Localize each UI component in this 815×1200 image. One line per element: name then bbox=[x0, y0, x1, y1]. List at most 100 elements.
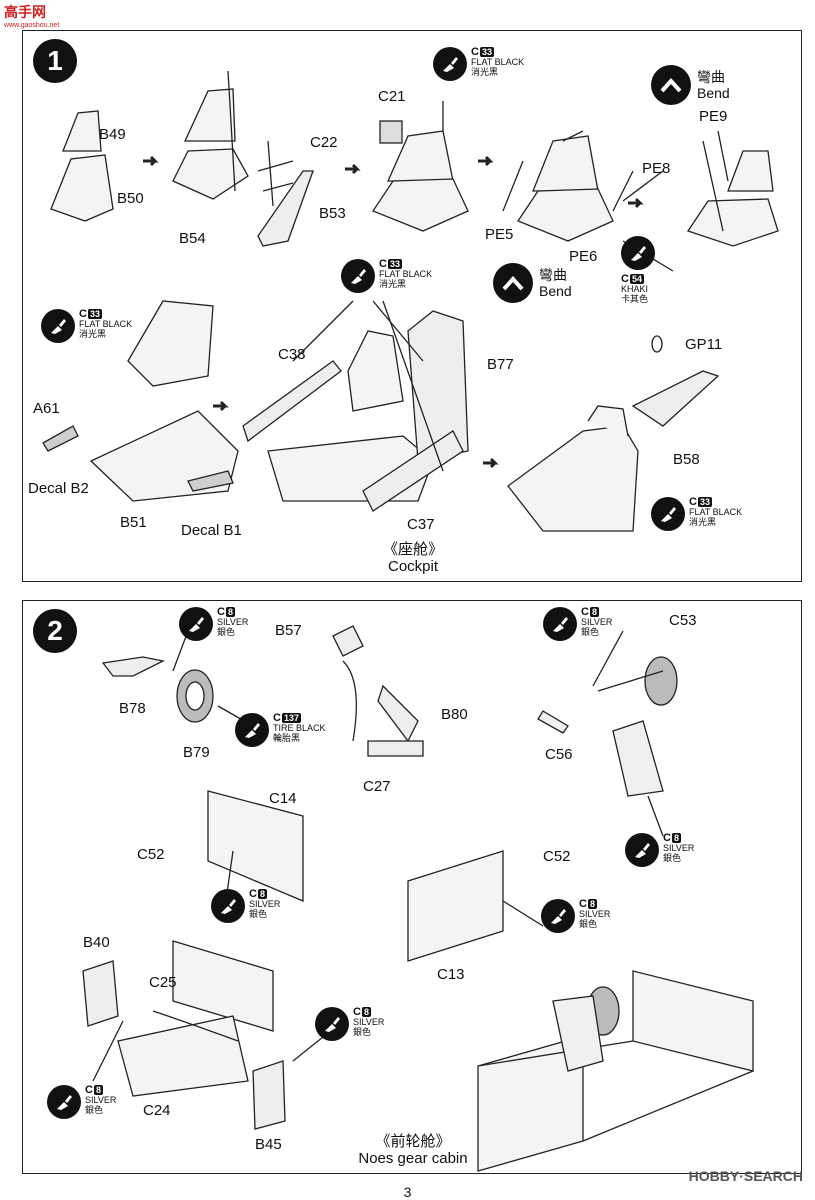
part-label: B58 bbox=[673, 451, 700, 468]
paint-number: 33 bbox=[479, 47, 494, 57]
paint-name-cn: 銀色 bbox=[85, 1105, 104, 1115]
caption-cn: 《座舱》 bbox=[382, 541, 443, 558]
part-label: B54 bbox=[179, 230, 206, 247]
paintbrush-icon bbox=[541, 899, 575, 933]
paint-name-cn: 消光黑 bbox=[379, 279, 407, 289]
paint-number: 8 bbox=[589, 607, 599, 617]
paintbrush-icon bbox=[625, 833, 659, 867]
caption-en: Noes gear cabin bbox=[358, 1150, 468, 1167]
paint-name-en: FLAT BLACK bbox=[471, 57, 525, 67]
part-label: C56 bbox=[545, 746, 573, 763]
part-label: C24 bbox=[143, 1102, 171, 1119]
part-label: B78 bbox=[119, 700, 146, 717]
bend-label-en: Bend bbox=[539, 283, 572, 299]
part-label: C53 bbox=[669, 612, 697, 629]
part-label: Decal B2 bbox=[28, 480, 89, 497]
part-label: B80 bbox=[441, 706, 468, 723]
paint-name-en: SILVER bbox=[353, 1017, 385, 1027]
paint-name-en: KHAKI bbox=[621, 284, 649, 294]
paint-name-en: FLAT BLACK bbox=[79, 319, 133, 329]
paint-number: 8 bbox=[93, 1085, 103, 1095]
paintbrush-icon bbox=[543, 607, 577, 641]
paint-name-en: SILVER bbox=[581, 617, 613, 627]
paint-number: 137 bbox=[281, 713, 301, 723]
paint-code: C bbox=[273, 712, 281, 724]
paintbrush-icon bbox=[651, 497, 685, 531]
step-number-badge: 1 bbox=[33, 39, 77, 83]
paintbrush-icon bbox=[341, 259, 375, 293]
paintbrush-icon bbox=[211, 889, 245, 923]
paintbrush-icon bbox=[41, 309, 75, 343]
paint-name-en: SILVER bbox=[249, 899, 281, 909]
part-label: C52 bbox=[543, 848, 571, 865]
paint-name-en: FLAT BLACK bbox=[379, 269, 433, 279]
paint-name-cn: 銀色 bbox=[579, 919, 598, 929]
step1-panel: 1 bbox=[22, 30, 802, 582]
cockpit-assembly-drawing bbox=[42, 70, 779, 532]
paint-name-cn: 銀色 bbox=[581, 627, 600, 637]
paint-code: C bbox=[581, 606, 589, 618]
bend-icon bbox=[493, 263, 533, 303]
paint-code: C bbox=[217, 606, 225, 618]
part-label: C38 bbox=[278, 346, 306, 363]
nose-gear-assembly-drawing bbox=[82, 625, 754, 1172]
bend-label-cn: 彎曲 bbox=[539, 267, 567, 283]
paint-name-cn: 輪胎黑 bbox=[273, 733, 301, 743]
paint-name-en: SILVER bbox=[579, 909, 611, 919]
part-label: PE5 bbox=[485, 226, 514, 243]
bend-label-en: Bend bbox=[697, 85, 730, 101]
paint-number: 33 bbox=[87, 309, 102, 319]
paint-name-cn: 消光黑 bbox=[471, 67, 499, 77]
part-label: Decal B1 bbox=[181, 522, 242, 539]
paint-name-cn: 消光黑 bbox=[689, 517, 717, 527]
part-label: PE6 bbox=[569, 248, 598, 265]
paint-number: 33 bbox=[697, 497, 712, 507]
part-label: C27 bbox=[363, 778, 391, 795]
step2-panel: 2 bbox=[22, 600, 802, 1174]
paint-name-en: TIRE BLACK bbox=[273, 723, 326, 733]
part-label: B79 bbox=[183, 744, 210, 761]
caption-en: Cockpit bbox=[387, 558, 439, 575]
paint-name-cn: 銀色 bbox=[663, 853, 682, 863]
part-label: C37 bbox=[407, 516, 435, 533]
paint-code: C bbox=[663, 832, 671, 844]
part-label: B45 bbox=[255, 1136, 282, 1153]
paint-number: 54 bbox=[629, 274, 644, 284]
paint-name-cn: 銀色 bbox=[353, 1027, 372, 1037]
paintbrush-icon bbox=[47, 1085, 81, 1119]
part-label: GP11 bbox=[685, 336, 723, 353]
part-label: C21 bbox=[378, 88, 406, 105]
step-caption: 《座舱》 Cockpit bbox=[333, 541, 493, 575]
paint-code: C bbox=[379, 258, 387, 270]
part-label: B40 bbox=[83, 934, 110, 951]
paint-number: 33 bbox=[387, 259, 402, 269]
part-label: C22 bbox=[310, 134, 338, 151]
part-label: C25 bbox=[149, 974, 177, 991]
paint-code: C bbox=[79, 308, 87, 320]
part-label: C14 bbox=[269, 790, 297, 807]
paintbrush-icon bbox=[235, 713, 269, 747]
part-label: A61 bbox=[33, 400, 60, 417]
part-label: B49 bbox=[99, 126, 126, 143]
site-watermark: 高手网 www.gaoshou.net bbox=[4, 2, 59, 29]
part-label: B50 bbox=[117, 190, 144, 207]
paint-code: C bbox=[689, 496, 697, 508]
paintbrush-icon bbox=[315, 1007, 349, 1041]
paint-code: C bbox=[621, 273, 629, 285]
site-url: www.gaoshou.net bbox=[4, 22, 60, 29]
paintbrush-icon bbox=[621, 236, 655, 270]
paint-name-cn: 銀色 bbox=[217, 627, 236, 637]
part-label: B77 bbox=[487, 356, 514, 373]
paint-code: C bbox=[249, 888, 257, 900]
